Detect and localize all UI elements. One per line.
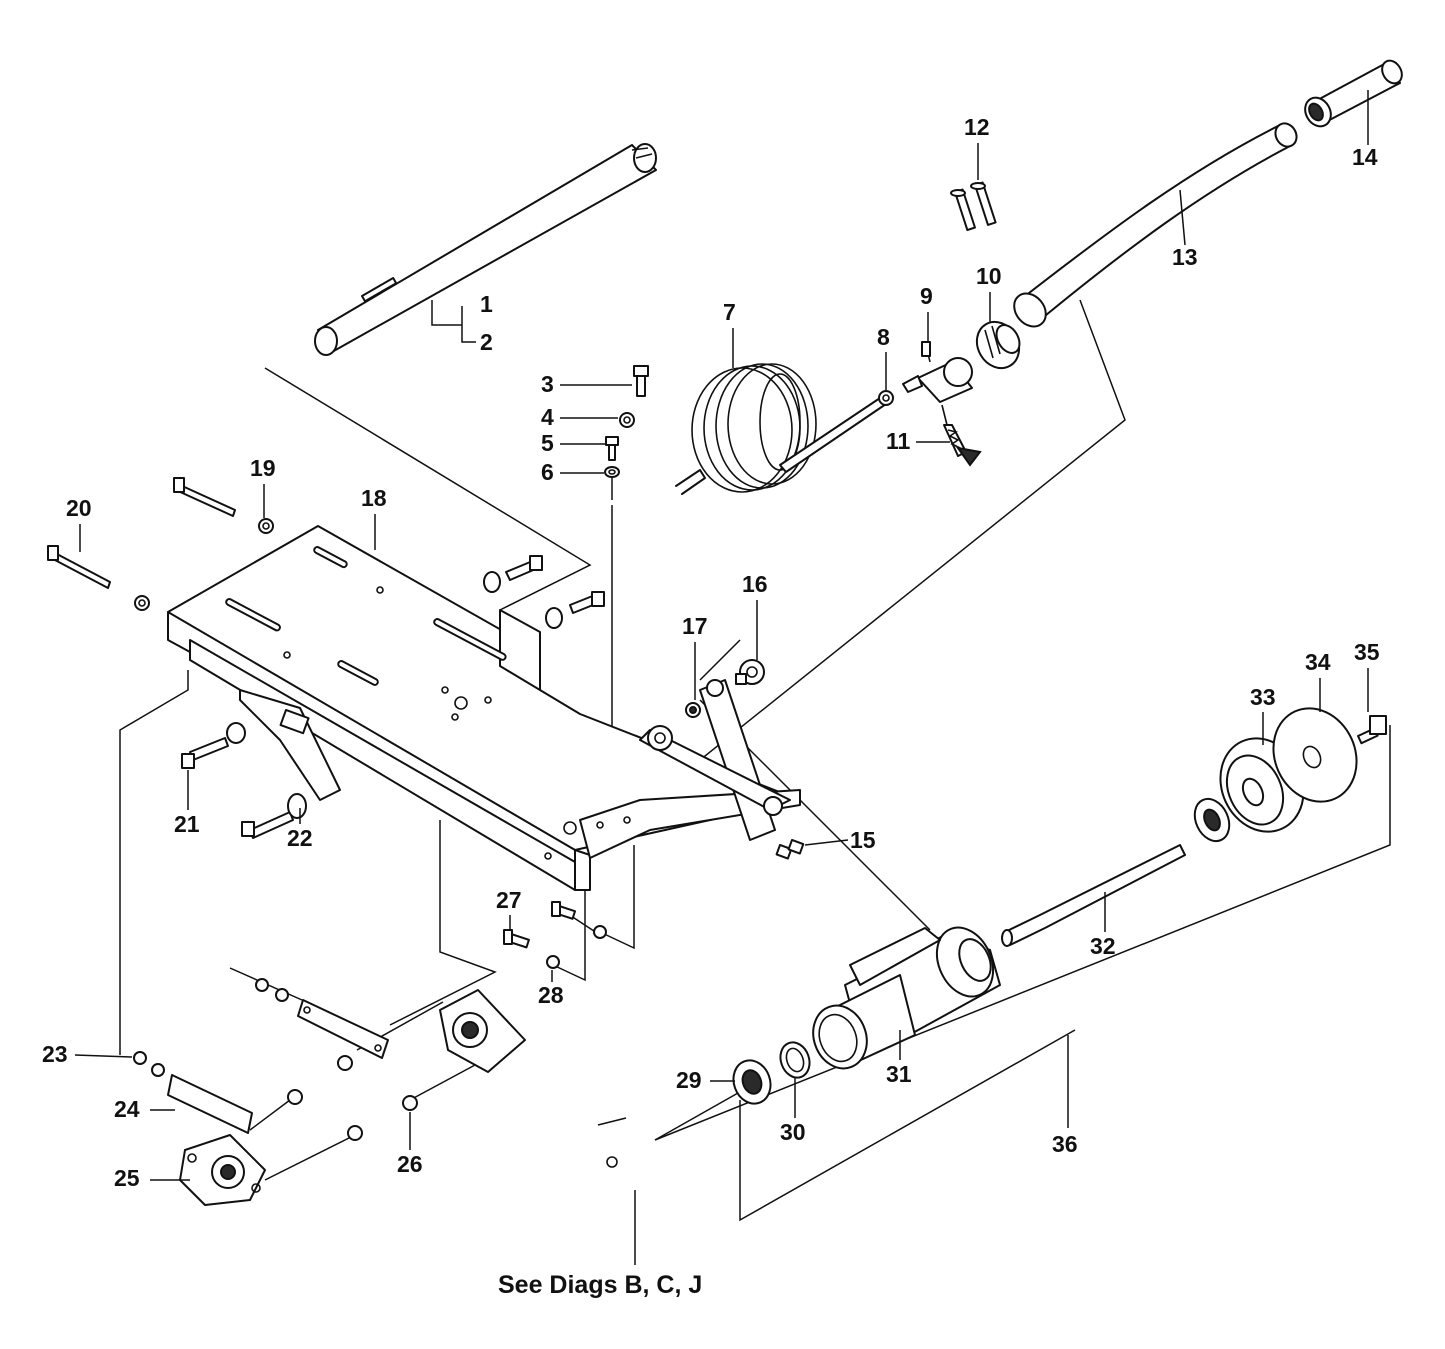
callout-8: 8 xyxy=(877,324,890,350)
callout-35: 35 xyxy=(1354,639,1380,665)
callout-31: 31 xyxy=(886,1061,912,1087)
callout-24: 24 xyxy=(114,1096,140,1122)
callout-3: 3 xyxy=(541,371,554,397)
callout-6: 6 xyxy=(541,459,554,485)
callout-34: 34 xyxy=(1305,649,1331,675)
callout-13: 13 xyxy=(1172,244,1198,270)
callout-30: 30 xyxy=(780,1119,806,1145)
callout-28: 28 xyxy=(538,982,564,1008)
callout-20: 20 xyxy=(66,495,92,521)
lever-arm xyxy=(639,659,805,860)
callout-19: 19 xyxy=(250,455,276,481)
callout-1: 1 xyxy=(480,291,493,317)
callout-5: 5 xyxy=(541,430,554,456)
leader-lines xyxy=(119,299,1391,1265)
callout-36: 36 xyxy=(1052,1131,1078,1157)
callout-4: 4 xyxy=(541,404,554,430)
callout-12: 12 xyxy=(964,114,990,140)
plate-bolts xyxy=(47,477,605,839)
callout-29: 29 xyxy=(676,1067,702,1093)
pins xyxy=(950,181,997,232)
callout-32: 32 xyxy=(1090,933,1116,959)
mounting-plate xyxy=(167,525,801,891)
callout-33: 33 xyxy=(1250,684,1276,710)
reference-note: See Diags B, C, J xyxy=(498,1271,702,1299)
callout-10: 10 xyxy=(976,263,1002,289)
bolts-column xyxy=(604,365,649,478)
shaft xyxy=(314,143,657,356)
callout-22: 22 xyxy=(287,825,313,851)
small-fasteners xyxy=(503,901,607,969)
hose-coil xyxy=(675,363,887,495)
spindle-assembly xyxy=(585,707,1387,1190)
callout-18: 18 xyxy=(361,485,387,511)
callout-11: 11 xyxy=(886,428,911,454)
callout-27: 27 xyxy=(496,887,522,913)
callout-2: 2 xyxy=(480,329,493,355)
callout-21: 21 xyxy=(174,811,200,837)
handle-tube xyxy=(1013,59,1403,328)
callout-9: 9 xyxy=(920,283,933,309)
callout-26: 26 xyxy=(397,1151,423,1177)
callout-17: 17 xyxy=(682,613,708,639)
callout-labels: 1 2 3 4 5 6 7 8 9 10 11 12 13 14 15 16 1… xyxy=(42,90,1380,1191)
callout-7: 7 xyxy=(723,299,736,325)
callout-25: 25 xyxy=(114,1165,140,1191)
callout-16: 16 xyxy=(742,571,768,597)
callout-15: 15 xyxy=(850,827,876,853)
bearing-brackets xyxy=(133,978,526,1206)
valve-assembly xyxy=(878,320,1021,467)
callout-14: 14 xyxy=(1352,144,1378,170)
callout-23: 23 xyxy=(42,1041,68,1067)
